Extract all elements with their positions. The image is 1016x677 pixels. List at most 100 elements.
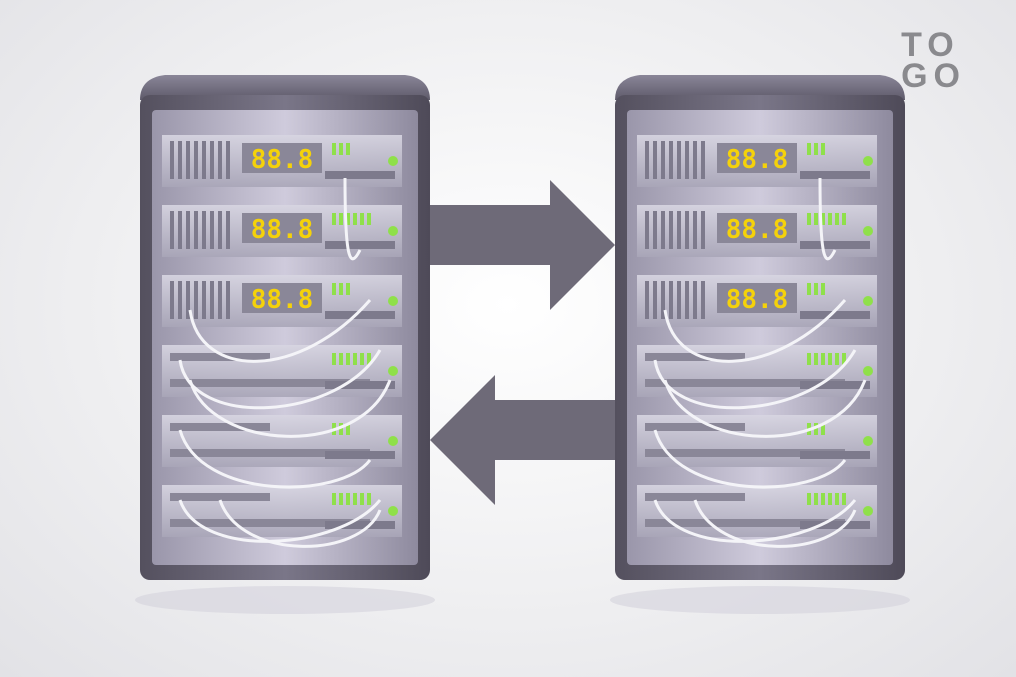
port-strip (325, 241, 395, 249)
port-strip (325, 451, 395, 459)
vent-slot (226, 141, 230, 179)
port-strip (800, 311, 870, 319)
vent-slot (685, 281, 689, 319)
power-led-icon (863, 226, 873, 236)
rack-unit: 88.8 (162, 205, 402, 257)
vent-slot (186, 141, 190, 179)
vent-slot (210, 141, 214, 179)
activity-led (814, 283, 818, 295)
activity-led (821, 143, 825, 155)
activity-led (346, 353, 350, 365)
power-led-icon (388, 436, 398, 446)
activity-led (821, 213, 825, 225)
rack-unit (162, 485, 402, 537)
vent-slot (170, 281, 174, 319)
vent-slot (218, 281, 222, 319)
vent-slot (194, 281, 198, 319)
vent-slot (202, 281, 206, 319)
port-strip (170, 449, 370, 457)
port-strip (800, 241, 870, 249)
activity-led (842, 213, 846, 225)
network-cable (343, 177, 362, 261)
activity-led (842, 493, 846, 505)
vent-slot (701, 211, 705, 249)
power-led-icon (863, 436, 873, 446)
network-cable (218, 499, 382, 548)
power-led-icon (388, 156, 398, 166)
seven-segment-display: 88.8 (251, 215, 314, 245)
activity-led (339, 213, 343, 225)
vent-slot (669, 211, 673, 249)
vent-slot (701, 141, 705, 179)
vent-slot (693, 211, 697, 249)
vent-slot (653, 141, 657, 179)
vent-slot (685, 141, 689, 179)
activity-led (346, 213, 350, 225)
vent-slot (170, 211, 174, 249)
port-strip (645, 379, 845, 387)
vent-slot (693, 281, 697, 319)
vent-slot (685, 211, 689, 249)
vent-slot (202, 211, 206, 249)
rack-unit: 88.8 (162, 135, 402, 187)
seven-segment-display: 88.8 (251, 145, 314, 175)
activity-led (821, 353, 825, 365)
port-strip (645, 519, 845, 527)
power-led-icon (863, 366, 873, 376)
shadow (610, 586, 910, 614)
destination-server: 88.888.888.8 (610, 75, 910, 614)
activity-led (367, 493, 371, 505)
vent-slot (186, 281, 190, 319)
activity-led (332, 493, 336, 505)
activity-led (807, 493, 811, 505)
vent-slot (669, 141, 673, 179)
activity-led (807, 353, 811, 365)
vent-slot (210, 281, 214, 319)
activity-led (367, 213, 371, 225)
vent-slot (645, 281, 649, 319)
vent-slot (186, 211, 190, 249)
display-bg (242, 213, 322, 243)
case-top (140, 75, 430, 100)
port-strip (800, 171, 870, 179)
activity-led (828, 493, 832, 505)
port-strip (170, 423, 270, 431)
network-cable (693, 499, 857, 548)
activity-led (346, 283, 350, 295)
activity-led (360, 353, 364, 365)
port-strip (170, 379, 370, 387)
activity-led (353, 353, 357, 365)
activity-led (360, 493, 364, 505)
activity-led (346, 143, 350, 155)
activity-led (814, 143, 818, 155)
rack-unit: 88.8 (637, 205, 877, 257)
activity-led (367, 353, 371, 365)
port-strip (800, 381, 870, 389)
activity-led (339, 353, 343, 365)
port-strip (170, 519, 370, 527)
vent-slot (701, 281, 705, 319)
vent-slot (218, 141, 222, 179)
activity-led (835, 213, 839, 225)
port-strip (645, 353, 745, 361)
display-bg (717, 213, 797, 243)
activity-led (332, 213, 336, 225)
activity-led (835, 353, 839, 365)
activity-led (814, 213, 818, 225)
display-bg (242, 283, 322, 313)
activity-led (807, 213, 811, 225)
port-strip (645, 449, 845, 457)
activity-led (339, 143, 343, 155)
network-cable (663, 379, 867, 438)
rack-unit: 88.8 (637, 135, 877, 187)
vent-slot (178, 211, 182, 249)
activity-led (821, 283, 825, 295)
seven-segment-display: 88.8 (726, 145, 789, 175)
vent-slot (661, 281, 665, 319)
port-strip (170, 353, 270, 361)
power-led-icon (388, 226, 398, 236)
activity-led (339, 423, 343, 435)
vent-slot (661, 211, 665, 249)
arrow-left (430, 375, 615, 505)
vent-slot (210, 211, 214, 249)
